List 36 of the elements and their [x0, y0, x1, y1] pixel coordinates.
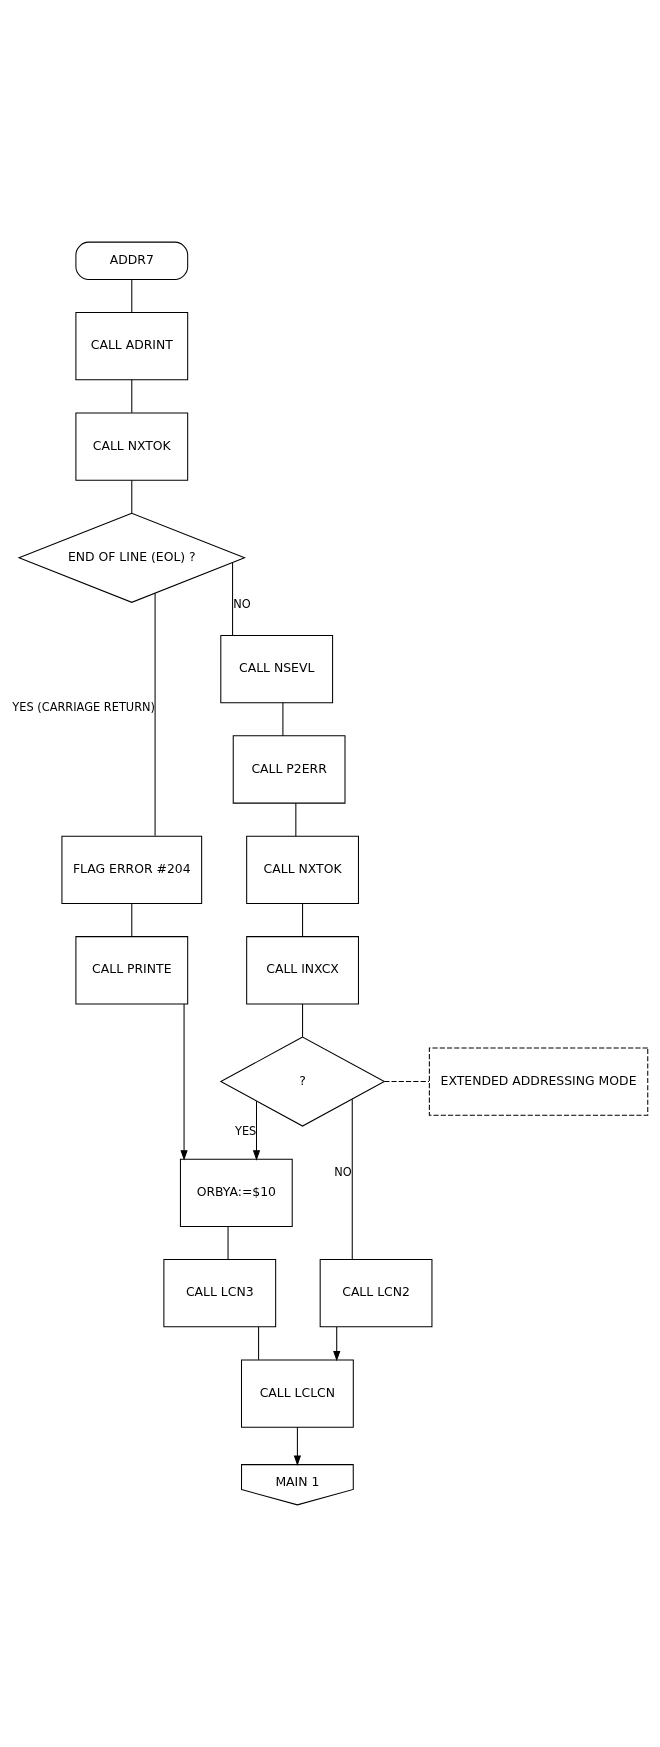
arrow	[180, 1003, 188, 1161]
arrow	[293, 1426, 302, 1466]
connector	[131, 379, 133, 414]
node-box: ADDR7	[75, 241, 189, 280]
connector	[232, 562, 234, 636]
connector	[227, 1226, 229, 1260]
connector	[131, 279, 133, 313]
connector	[282, 702, 284, 737]
node-box: CALL LCN2	[319, 1259, 433, 1328]
arrow	[252, 1100, 261, 1161]
node-box: ORBYA:=$10	[179, 1158, 293, 1227]
edge-label: YES	[234, 1124, 257, 1139]
node-box: CALL PRINTE	[75, 936, 189, 1005]
node-box: EXTENDED ADDRESSING MODE	[428, 1047, 649, 1116]
edge-label: NO	[334, 1164, 352, 1179]
node-box: CALL P2ERR	[232, 735, 346, 804]
connector	[302, 1003, 304, 1038]
node-box: CALL LCN3	[163, 1259, 277, 1328]
edge-label: YES (CARRIAGE RETURN)	[12, 700, 156, 715]
node-box: CALL NXTOK	[75, 412, 189, 481]
connector	[131, 903, 133, 937]
connector	[383, 1081, 430, 1083]
connector	[295, 802, 297, 837]
connector	[154, 592, 156, 837]
connector	[131, 479, 133, 514]
connector	[302, 903, 304, 937]
node-box: CALL LCLCN	[241, 1359, 354, 1428]
node-box: FLAG ERROR #204	[61, 835, 203, 905]
node-box: CALL NSEVL	[220, 634, 334, 704]
node-box: CALL NXTOK	[246, 835, 359, 905]
node-box: CALL ADRINT	[75, 312, 189, 381]
arrow	[333, 1326, 341, 1362]
node-box: CALL INXCX	[246, 936, 359, 1005]
connector	[258, 1326, 260, 1361]
connector	[351, 1098, 353, 1260]
node-diamond: ?	[219, 1036, 386, 1127]
